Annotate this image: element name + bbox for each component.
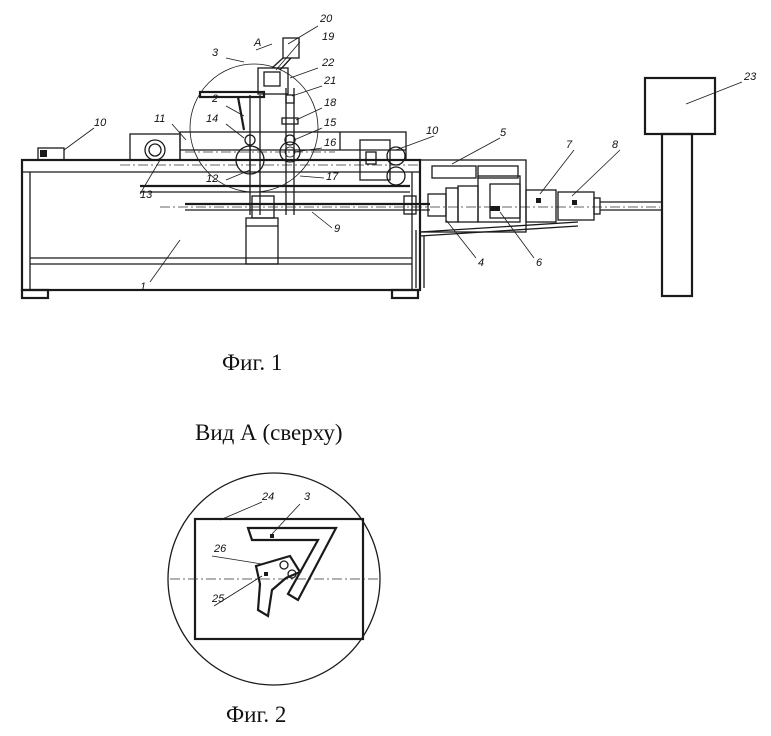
label-9: 9 [334, 223, 340, 235]
side-rolls [359, 139, 406, 186]
label-19: 19 [322, 31, 334, 43]
fig1-number-labels: 20 А 3 19 22 21 18 2 14 15 11 10 10 5 16… [94, 13, 757, 293]
label-3-fig2: 3 [304, 491, 311, 503]
label-A: А [253, 37, 261, 49]
label-6: 6 [536, 257, 543, 269]
label-4: 4 [478, 257, 484, 269]
label-24: 24 [261, 491, 274, 503]
caption-view-a: Вид А (сверху) [195, 420, 343, 445]
shaft-9 [160, 202, 660, 211]
detail-circle-a [189, 63, 319, 193]
label-26: 26 [213, 543, 227, 555]
figure-2: 24 3 26 25 Фиг. 2 [167, 472, 381, 727]
fig2-leaders [211, 501, 301, 607]
label-3: 3 [212, 47, 219, 59]
label-20: 20 [319, 13, 333, 25]
label-25: 25 [211, 593, 225, 605]
caption-fig2: Фиг. 2 [226, 702, 286, 727]
fig2-number-labels: 24 3 26 25 [211, 491, 311, 605]
label-5: 5 [500, 127, 507, 139]
guide-rail [120, 131, 420, 193]
label-15: 15 [324, 117, 337, 129]
label-16: 16 [324, 137, 337, 149]
label-1: 1 [140, 281, 146, 293]
angle-bracket [246, 526, 338, 618]
rollers [235, 134, 301, 175]
motors [525, 189, 662, 223]
label-13: 13 [140, 189, 153, 201]
label-10-right: 10 [426, 125, 439, 137]
control-cabinet [643, 76, 717, 298]
label-2: 2 [211, 93, 218, 105]
label-7: 7 [566, 139, 573, 151]
caption-fig1: Фиг. 1 [222, 350, 282, 375]
label-8: 8 [612, 139, 619, 151]
label-17: 17 [326, 171, 339, 183]
label-23: 23 [743, 71, 757, 83]
figure-1: 20 А 3 19 22 21 18 2 14 15 11 10 10 5 16… [20, 13, 757, 375]
detail-circle [167, 472, 381, 686]
label-10-left: 10 [94, 117, 107, 129]
label-11: 11 [154, 113, 165, 125]
leader-lines [63, 25, 743, 283]
label-22: 22 [321, 57, 334, 69]
label-12: 12 [206, 173, 218, 185]
label-18: 18 [324, 97, 337, 109]
label-14: 14 [206, 113, 218, 125]
label-21: 21 [323, 75, 336, 87]
cutting-head [198, 37, 300, 265]
